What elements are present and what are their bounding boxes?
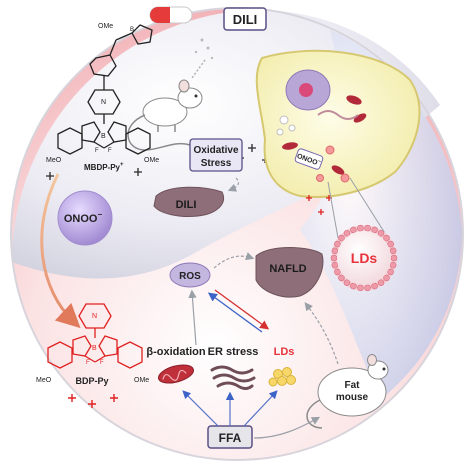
arrow-ffa-to-fatmouse [253, 416, 321, 439]
svg-text:N: N [92, 313, 97, 320]
arrow-blue [207, 292, 263, 333]
arrow-to-dili [227, 177, 240, 192]
lds-rim-bead [334, 268, 341, 276]
svg-text:LDs: LDs [351, 250, 378, 266]
fat-mouse: Fat mouse [306, 354, 389, 429]
ros-bubble: ROS [169, 262, 211, 288]
lds-rim-bead [389, 261, 397, 269]
lds-rim-bead [343, 279, 351, 287]
mitochondrion-icon [157, 364, 195, 384]
lds-rim-bead [390, 254, 398, 262]
onoo-circle: ONOO− [57, 190, 113, 246]
svg-text:mouse: mouse [336, 392, 369, 403]
lds-rim-bead [357, 224, 364, 232]
lds-rim-bead [377, 279, 385, 287]
dili-box: DILI [223, 7, 267, 31]
bdp-py-molecule [47, 303, 143, 369]
svg-text:Stress: Stress [201, 158, 232, 169]
lds-rim-bead [331, 261, 339, 269]
beta-oxidation-label: β-oxidation [146, 346, 206, 358]
svg-text:OMe: OMe [134, 377, 149, 384]
lds-rim-bead [338, 234, 345, 242]
lds-rim-bead [330, 254, 338, 262]
dili-liver: DILI [153, 186, 224, 217]
lds-rim-bead [371, 282, 378, 290]
lds-rim-bead [387, 240, 394, 248]
svg-text:Oxidative: Oxidative [193, 145, 238, 156]
arrow-mbdp-to-bdp [40, 173, 81, 329]
lds-rim-bead [343, 230, 351, 237]
lds-rim-bead [350, 226, 357, 234]
lipid-droplets-icon [268, 367, 296, 387]
svg-text:ROS: ROS [179, 271, 201, 282]
zoom-lines [327, 177, 389, 239]
svg-text:Fat: Fat [345, 380, 361, 391]
lds-rim-bead [364, 284, 371, 292]
sparkle-icons-red-bottom [68, 394, 118, 408]
arrow-red [214, 289, 270, 330]
svg-text:N: N [101, 99, 106, 106]
svg-text:F: F [108, 148, 112, 154]
mbdp-py-label: MBDP-Py+ [84, 162, 124, 172]
lds-rim-bead [377, 230, 385, 237]
lds-rim-bead [389, 247, 397, 255]
lds-rim-bead [364, 224, 371, 232]
svg-text:ONOO−: ONOO− [64, 210, 103, 225]
lds-rim-bead [383, 234, 390, 242]
svg-text:OMe: OMe [98, 23, 113, 30]
svg-text:MBDP-Py+: MBDP-Py+ [84, 162, 124, 172]
svg-text:B: B [101, 133, 106, 140]
drug-capsule [149, 6, 214, 60]
svg-text:B: B [130, 27, 134, 33]
lds-droplet: LDs [330, 224, 398, 292]
lds-rim-bead [371, 226, 378, 234]
lds-rim-bead [387, 268, 394, 276]
lds-rim-bead [338, 274, 345, 282]
onoo-cell-label: ONOO− [294, 148, 324, 170]
lds-rim-bead [357, 284, 364, 292]
svg-text:B: B [92, 345, 97, 352]
svg-text:F: F [100, 360, 104, 366]
svg-text:F: F [86, 360, 90, 366]
mbdp-py-molecule [57, 24, 153, 155]
lds-rim-bead [350, 282, 357, 290]
ffa-box: FFA [207, 425, 253, 449]
ffa-arrows [182, 390, 278, 427]
arrow-fatmouse-to-nafld [304, 302, 339, 365]
svg-text:DILI: DILI [176, 199, 197, 211]
nafld-liver: NAFLD [255, 247, 324, 298]
svg-text:NAFLD: NAFLD [269, 263, 306, 275]
svg-text:F: F [95, 148, 99, 154]
svg-text:MeO: MeO [46, 157, 62, 164]
lds-rim-bead [334, 240, 341, 248]
lds-rim-bead [331, 247, 339, 255]
svg-text:MeO: MeO [36, 377, 52, 384]
lds-rim-beads [330, 224, 398, 292]
svg-text:FFA: FFA [219, 431, 242, 445]
bdp-py-label: BDP-Py [75, 376, 108, 386]
arrow-beta-to-ros [188, 289, 197, 346]
er-icon [210, 365, 256, 390]
oxidative-stress-box: Oxidative Stress [189, 138, 243, 172]
svg-text:OMe: OMe [144, 157, 159, 164]
lds-small-label: LDs [274, 346, 295, 358]
er-stress-label: ER stress [208, 346, 259, 358]
mbdp-py-atoms: OMe B N B F F MeO OMe [46, 23, 159, 164]
lds-rim-bead [383, 274, 390, 282]
arrow-ros-to-nafld [213, 252, 255, 269]
dili-box-label: DILI [233, 12, 258, 27]
bdp-py-atoms: N B F F MeO OMe [36, 313, 149, 384]
mouse-top [127, 79, 203, 151]
